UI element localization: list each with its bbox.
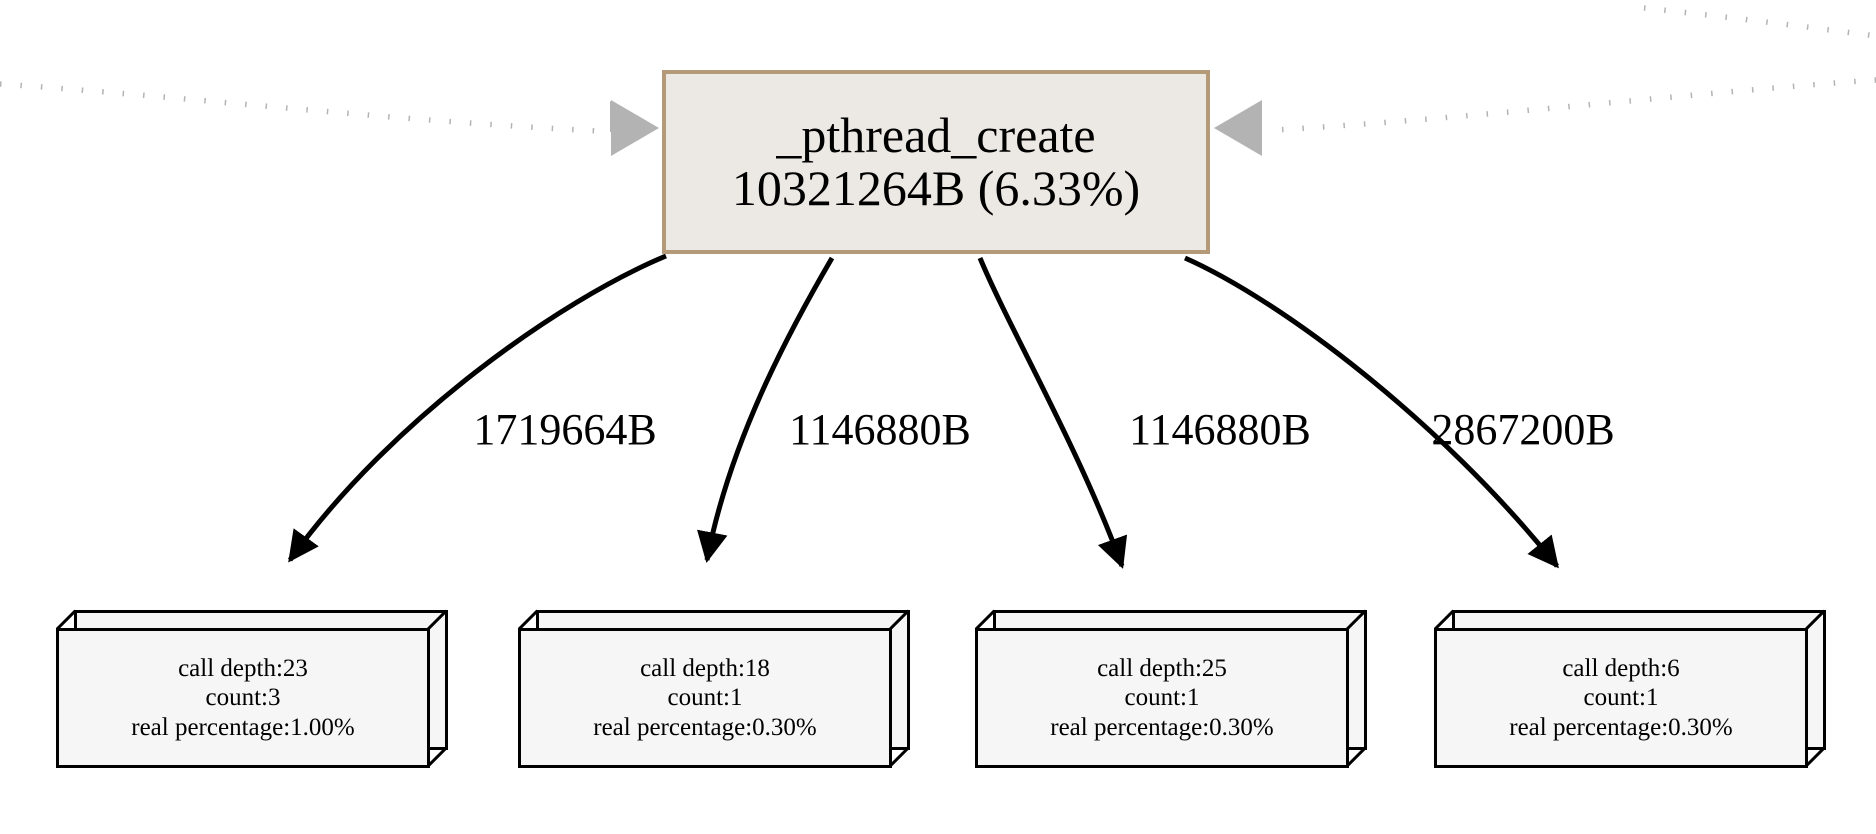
leaf-node-2[interactable]: call depth:18 count:1 real percentage:0.… (518, 609, 910, 768)
leaf-node-1-face: call depth:23 count:3 real percentage:1.… (56, 628, 430, 768)
leaf-node-1-call-depth: call depth:23 (178, 654, 308, 682)
leaf-node-1-count: count:3 (205, 684, 281, 712)
leaf-node-2-count: count:1 (667, 684, 743, 712)
edge-label-1: 1719664B (473, 405, 657, 454)
edge-label-4: 2867200B (1431, 405, 1615, 454)
leaf-node-4-count: count:1 (1583, 684, 1659, 712)
leaf-node-3-face: call depth:25 count:1 real percentage:0.… (975, 628, 1349, 768)
edge-label-2: 1146880B (789, 405, 971, 454)
leaf-node-3[interactable]: call depth:25 count:1 real percentage:0.… (975, 609, 1367, 768)
leaf-node-2-call-depth: call depth:18 (640, 654, 770, 682)
leaf-node-4-real-percentage: real percentage:0.30% (1509, 713, 1733, 741)
leaf-node-3-call-depth: call depth:25 (1097, 654, 1227, 682)
leaf-node-2-real-percentage: real percentage:0.30% (593, 713, 817, 741)
incoming-arrowhead-right (1214, 100, 1262, 156)
node-pthread-create-metric: 10321264B (6.33%) (731, 160, 1141, 216)
node-pthread-create[interactable]: _pthread_create 10321264B (6.33%) (662, 70, 1210, 254)
leaf-node-1-real-percentage: real percentage:1.00% (131, 713, 355, 741)
leaf-node-4-face: call depth:6 count:1 real percentage:0.3… (1434, 628, 1808, 768)
incoming-dotted-edge-left (0, 81, 659, 156)
leaf-node-3-count: count:1 (1124, 684, 1200, 712)
leaf-node-4[interactable]: call depth:6 count:1 real percentage:0.3… (1434, 609, 1826, 768)
incoming-dotted-edge-right (1214, 77, 1876, 156)
edge-label-3: 1146880B (1129, 405, 1311, 454)
leaf-node-2-face: call depth:18 count:1 real percentage:0.… (518, 628, 892, 768)
leaf-node-4-call-depth: call depth:6 (1562, 654, 1680, 682)
incoming-arrowhead-left (610, 101, 655, 132)
node-pthread-create-name: _pthread_create (776, 107, 1096, 163)
leaf-node-1[interactable]: call depth:23 count:3 real percentage:1.… (56, 609, 448, 768)
incoming-dotted-edge-corner (1643, 5, 1876, 39)
leaf-node-3-real-percentage: real percentage:0.30% (1050, 713, 1274, 741)
